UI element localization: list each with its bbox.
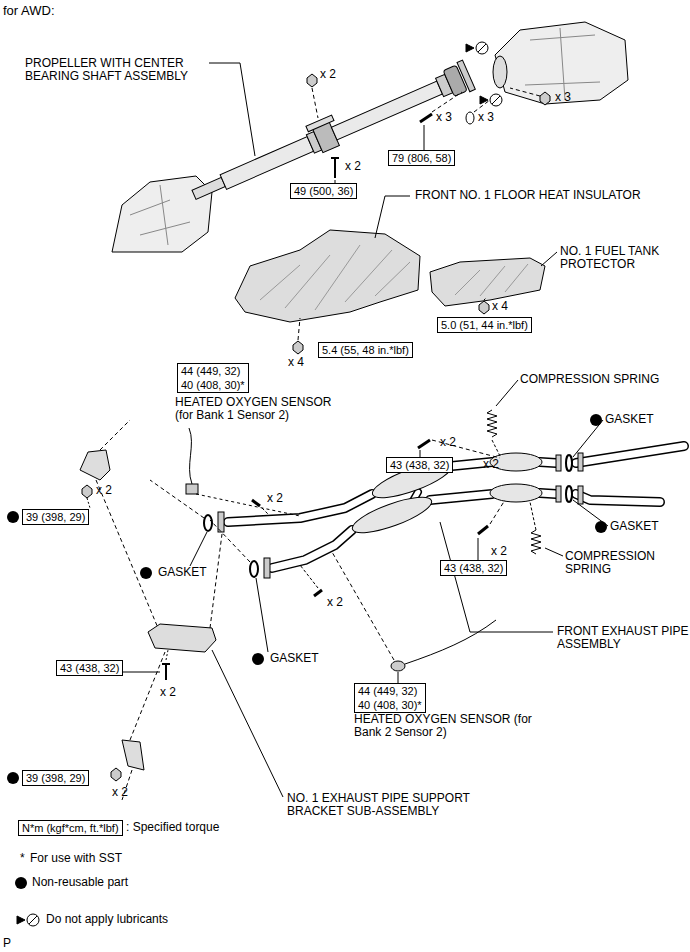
part-label: x 3 [478, 111, 494, 124]
torque-box: 5.4 (55, 48 in.*lbf) [318, 342, 413, 358]
torque-box: 43 (438, 32) [386, 457, 453, 473]
torque-box: 44 (449, 32)40 (408, 30)* [177, 363, 249, 393]
part-label: NO. 1 EXHAUST PIPE SUPPORT BRACKET SUB-A… [287, 792, 502, 818]
torque-box: 44 (449, 32)40 (408, 30)* [354, 683, 426, 713]
part-label: x 2 [327, 596, 343, 609]
torque-value: 39 (398, 29) [26, 510, 85, 524]
legend-text: : Specified torque [126, 821, 219, 834]
torque-value: N*m (kgf*cm, ft.*lbf) [22, 821, 119, 835]
part-label: x 2 [345, 160, 361, 173]
part-label: PROPELLER WITH CENTER BEARING SHAFT ASSE… [25, 57, 215, 83]
part-label: x 4 [492, 300, 508, 313]
legend-text: Do not apply lubricants [46, 913, 168, 926]
torque-value: 49 (500, 36) [294, 184, 353, 198]
diagram-title: for AWD: [3, 3, 55, 18]
torque-box: 39 (398, 29) [22, 770, 89, 786]
torque-value: 44 (449, 32) [181, 364, 245, 378]
part-label: COMPRESSION SPRING [520, 373, 659, 386]
part-label: HEATED OXYGEN SENSOR (for Bank 2 Sensor … [354, 713, 544, 739]
torque-box: 79 (806, 58) [388, 150, 455, 166]
part-label: * [20, 852, 25, 865]
torque-value: 43 (438, 32) [60, 661, 119, 675]
torque-value: 44 (449, 32) [358, 684, 422, 698]
part-label: x 4 [288, 356, 304, 369]
torque-box: 39 (398, 29) [22, 509, 89, 525]
part-label: x 3 [436, 111, 452, 124]
part-label: x 2 [112, 786, 128, 799]
part-label: P [3, 937, 11, 950]
part-label: x 3 [555, 91, 571, 104]
part-label: FRONT NO. 1 FLOOR HEAT INSULATOR [415, 189, 641, 202]
torque-box: 43 (438, 32) [440, 560, 507, 576]
torque-box: 49 (500, 36) [290, 183, 357, 199]
torque-value: 43 (438, 32) [390, 458, 449, 472]
part-label: FRONT EXHAUST PIPE ASSEMBLY [557, 625, 690, 651]
part-label: x 2 [267, 492, 283, 505]
part-label: GASKET [270, 652, 319, 665]
part-label: GASKET [605, 413, 654, 426]
part-label: x 2 [440, 436, 456, 449]
torque-box: 5.0 (51, 44 in.*lbf) [437, 317, 532, 333]
torque-value: 5.4 (55, 48 in.*lbf) [322, 343, 409, 357]
part-label: GASKET [158, 566, 207, 579]
part-label: HEATED OXYGEN SENSOR (for Bank 1 Sensor … [175, 396, 347, 422]
torque-value: 40 (408, 30)* [358, 698, 422, 712]
part-label: x 2 [160, 686, 176, 699]
part-label: x 2 [96, 484, 112, 497]
part-label: x 2 [320, 68, 336, 81]
torque-value: 43 (438, 32) [444, 561, 503, 575]
part-label: x 2 [483, 458, 499, 471]
torque-value: 79 (806, 58) [392, 151, 451, 165]
legend-text: Non-reusable part [32, 876, 128, 889]
part-label: GASKET [610, 520, 659, 533]
torque-value: 5.0 (51, 44 in.*lbf) [441, 318, 528, 332]
part-label: NO. 1 FUEL TANK PROTECTOR [560, 245, 682, 271]
part-label: x 2 [491, 545, 507, 558]
torque-box: N*m (kgf*cm, ft.*lbf) [18, 820, 123, 836]
legend-text: For use with SST [30, 852, 122, 865]
torque-value: 40 (408, 30)* [181, 378, 245, 392]
part-label: COMPRESSION SPRING [565, 550, 675, 576]
torque-box: 43 (438, 32) [56, 660, 123, 676]
torque-value: 39 (398, 29) [26, 771, 85, 785]
